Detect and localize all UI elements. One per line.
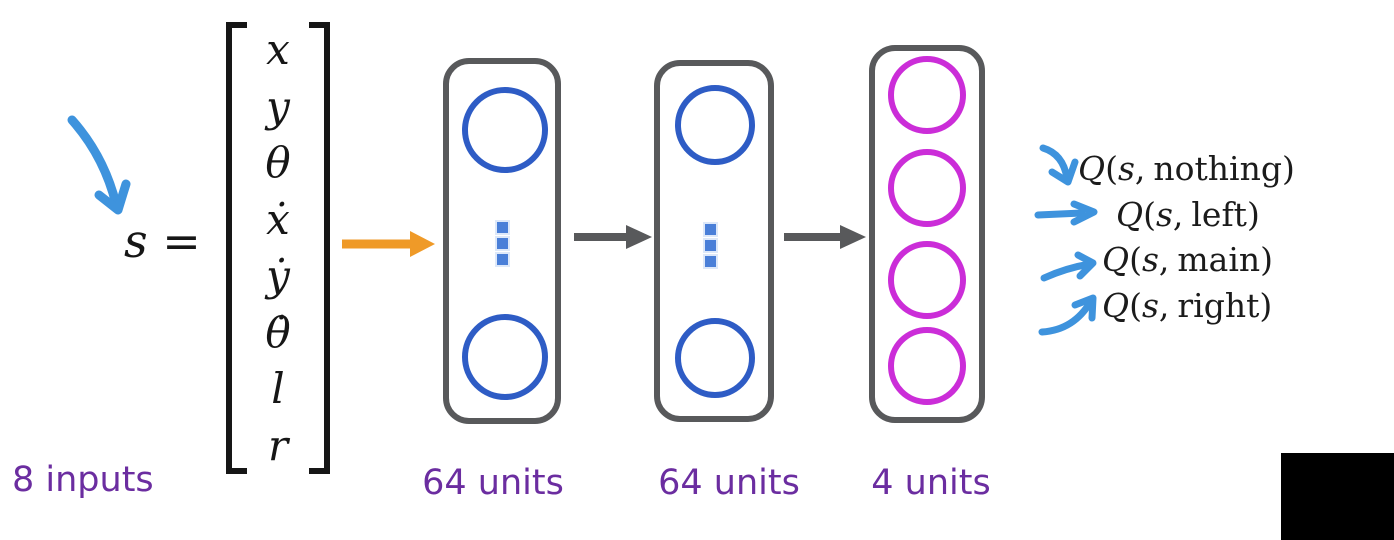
state-symbol: s =: [124, 214, 201, 268]
vector-entry: r: [267, 420, 289, 470]
black-corner-overlay: [1281, 453, 1394, 540]
layer-arrow-icon: [784, 225, 866, 249]
output-node: [888, 241, 966, 319]
input-right-arrow-icon: [342, 231, 435, 257]
dot: [705, 224, 716, 235]
q-value-main: Q(s,main): [1102, 240, 1274, 279]
q-value-nothing: Q(s,nothing): [1078, 149, 1295, 188]
hidden-layer-2-label: 64 units: [658, 463, 800, 503]
dot: [497, 254, 508, 265]
curved-down-right-arrow-icon: [67, 115, 131, 215]
dot: [705, 256, 716, 267]
inputs-count-label: 8 inputs: [12, 460, 154, 500]
q-right-arrow-icon: [1038, 294, 1097, 336]
q-nothing-arrow-icon: [1039, 144, 1079, 186]
hidden-layer-1: [443, 58, 561, 424]
ellipsis-dots-icon: [497, 222, 508, 265]
hidden-layer-2: [654, 60, 774, 422]
vector-entry: x: [266, 25, 290, 75]
vector-entry: l: [271, 364, 285, 414]
dot: [497, 238, 508, 249]
output-layer-label: 4 units: [871, 463, 991, 503]
vector-entry: ẋ: [266, 194, 290, 244]
state-vector: x y θ ẋ ẏ θ̇ l r: [226, 22, 330, 474]
neuron-node: [675, 85, 755, 165]
vector-left-bracket: [226, 22, 247, 474]
vector-entry: θ: [265, 138, 291, 188]
vector-entries: x y θ ẋ ẏ θ̇ l r: [247, 22, 309, 474]
output-node: [888, 149, 966, 227]
q-value-right: Q(s,right): [1102, 286, 1273, 325]
vector-entry: y: [266, 81, 290, 131]
neuron-node: [675, 318, 755, 398]
vector-right-bracket: [309, 22, 330, 474]
output-layer: [869, 45, 985, 423]
neuron-node: [462, 87, 548, 173]
layer-arrow-icon: [574, 225, 652, 249]
neuron-node: [462, 314, 548, 400]
vector-entry: ẏ: [266, 251, 290, 301]
vector-entry: θ̇: [265, 307, 291, 357]
output-node: [888, 56, 966, 134]
dot: [705, 240, 716, 251]
q-main-arrow-icon: [1040, 251, 1097, 282]
q-left-arrow-icon: [1034, 200, 1098, 226]
q-value-left: Q(s,left): [1116, 195, 1260, 234]
dot: [497, 222, 508, 233]
output-node: [888, 327, 966, 405]
ellipsis-dots-icon: [705, 224, 716, 267]
hidden-layer-1-label: 64 units: [422, 463, 564, 503]
